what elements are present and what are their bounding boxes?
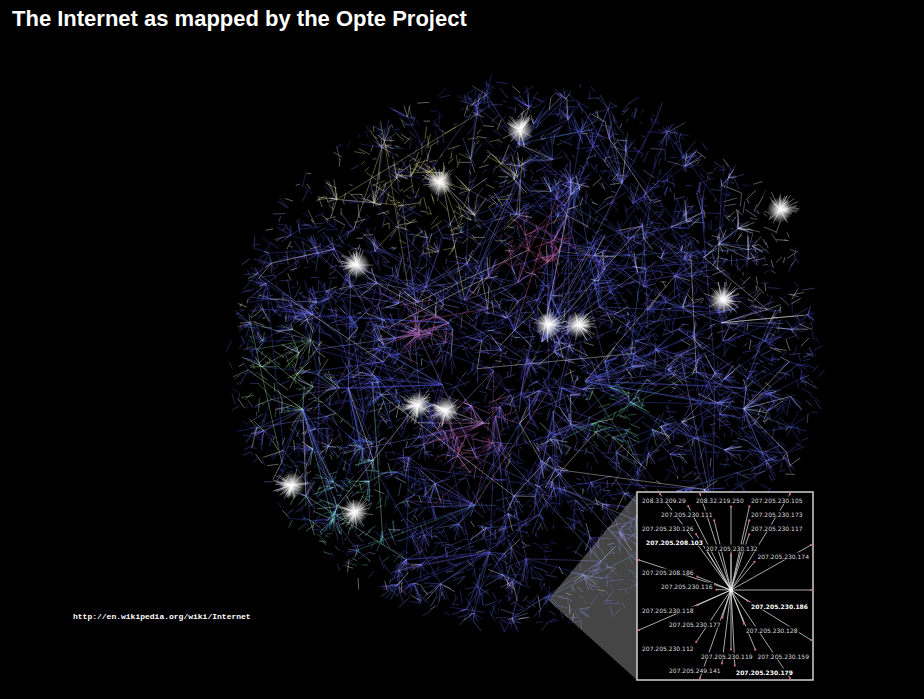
- ip-address: 208.32.219.250: [695, 497, 745, 504]
- hub-glow: [565, 312, 591, 338]
- ip-address: 208.33.209.29: [641, 497, 687, 504]
- network-links: [290, 382, 410, 561]
- router-dot: [810, 639, 812, 641]
- network-links: [373, 102, 527, 300]
- hub-glow: [344, 252, 370, 278]
- router-dot: [638, 629, 640, 631]
- slide-title: The Internet as mapped by the Opte Proje…: [12, 6, 467, 32]
- router-dot: [659, 493, 661, 495]
- router-dot: [696, 604, 698, 606]
- network-links: [585, 387, 640, 464]
- ip-address: 207.205.230.117: [750, 525, 804, 532]
- hub-glow: [535, 312, 561, 338]
- network-links: [503, 216, 593, 282]
- router-link: [639, 590, 731, 630]
- ip-address: 207.205.208.186: [641, 569, 695, 576]
- router-dot: [734, 664, 736, 666]
- router-dot: [695, 533, 697, 535]
- router-dot: [721, 617, 723, 619]
- network-links: [229, 88, 813, 632]
- router-dot: [721, 662, 723, 664]
- router-dot: [754, 649, 756, 651]
- ip-address: 207.205.249.141: [668, 667, 722, 674]
- router-dot: [810, 544, 812, 546]
- router-dot: [748, 505, 750, 507]
- network-links: [465, 189, 571, 330]
- ip-address: 207.205.230.126: [641, 525, 695, 532]
- router-link: [700, 494, 731, 590]
- router-dot: [695, 641, 697, 643]
- hub-glow: [507, 117, 533, 143]
- ip-address: 207.205.230.159: [756, 653, 810, 660]
- router-dot: [730, 648, 732, 650]
- router-link: [731, 545, 811, 590]
- network-links: [381, 293, 488, 363]
- router-link: [731, 590, 811, 640]
- ip-address: 207.205.230.177: [668, 621, 722, 628]
- router-dot: [699, 677, 701, 679]
- router-dot: [638, 559, 640, 561]
- ip-address: 207.205.208.103: [645, 539, 704, 546]
- router-link: [714, 520, 731, 590]
- router-link: [731, 555, 732, 591]
- hub-glow: [767, 197, 793, 223]
- router-link: [731, 562, 755, 590]
- router-link: [639, 560, 731, 590]
- network-links: [308, 126, 397, 230]
- inset-frame: [637, 492, 813, 680]
- router-dot: [730, 505, 732, 507]
- network-links: [296, 130, 400, 224]
- hub-glow: [342, 499, 368, 525]
- router-dot: [753, 561, 755, 563]
- hub-glow: [279, 472, 305, 498]
- ip-address: 207.205.230.111: [660, 511, 714, 518]
- ip-address: 207.205.230.186: [750, 603, 809, 610]
- hub-glow: [709, 287, 735, 313]
- router-dot: [713, 519, 715, 521]
- ip-address: 207.205.230.173: [750, 511, 804, 518]
- router-dot: [748, 533, 750, 535]
- hub-glow: [427, 170, 453, 196]
- source-url: http://en.wikipedia.org/wiki/Internet: [73, 612, 251, 621]
- network-links: [361, 108, 518, 290]
- router-dot: [789, 493, 791, 495]
- router-dot: [746, 600, 748, 602]
- ip-address: 207.205.230.105: [750, 497, 804, 504]
- hub-glow: [405, 392, 431, 418]
- router-link: [731, 590, 755, 650]
- ip-address: 207.205.230.119: [700, 653, 754, 660]
- ip-address: 207.205.230.118: [641, 607, 695, 614]
- network-links: [337, 114, 523, 257]
- network-links: [242, 330, 336, 432]
- router-dot: [789, 677, 791, 679]
- zoom-wedge: [548, 493, 637, 680]
- network-links: [233, 323, 372, 462]
- ip-address: 207.205.230.116: [660, 583, 714, 590]
- router-dot: [696, 576, 698, 578]
- router-dot: [748, 519, 750, 521]
- router-dot: [699, 493, 701, 495]
- hub-glow: [433, 397, 459, 423]
- router-dot: [743, 623, 745, 625]
- ip-address: 207.205.230.179: [735, 669, 794, 676]
- network-links: [289, 410, 418, 555]
- ip-address: 207.205.230.112: [641, 645, 695, 652]
- router-dot: [715, 588, 717, 590]
- router-dot: [810, 589, 812, 591]
- hub-router: [729, 588, 733, 592]
- router-link: [700, 590, 731, 678]
- ip-address: 207.205.230.174: [756, 553, 810, 560]
- network-links: [712, 169, 804, 302]
- router-link: [731, 494, 790, 590]
- ip-address: 207.205.230.132: [705, 545, 759, 552]
- router-dot: [687, 505, 689, 507]
- ip-address: 207.205.230.128: [745, 627, 799, 634]
- router-link: [731, 590, 811, 591]
- router-dot: [730, 553, 732, 555]
- network-links: [563, 372, 697, 465]
- network-links: [351, 105, 518, 264]
